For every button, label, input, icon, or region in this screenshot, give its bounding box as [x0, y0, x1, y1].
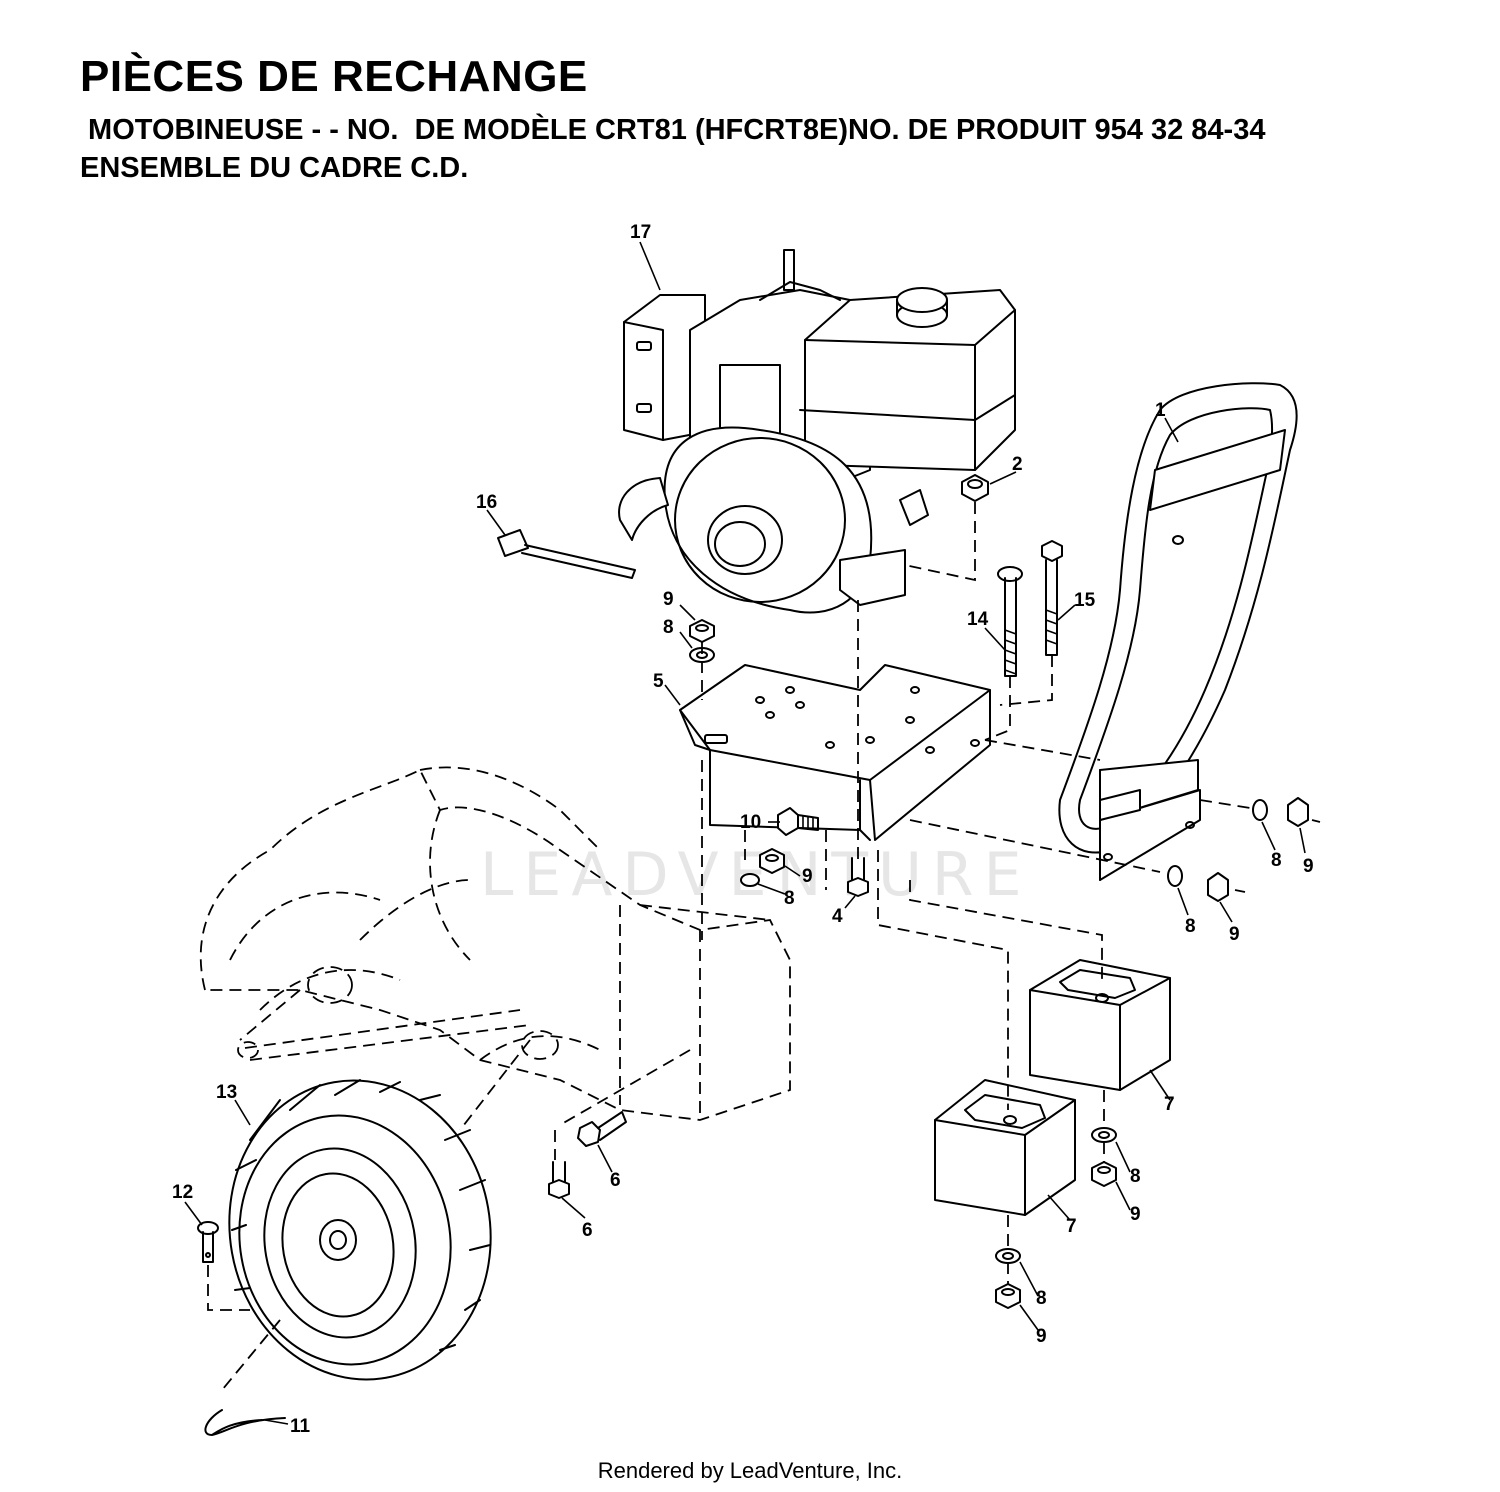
- hex-nut: [689, 619, 715, 643]
- callout-9: 9: [1036, 1326, 1047, 1347]
- section-title: ENSEMBLE DU CADRE C.D.: [80, 152, 469, 184]
- callout-7: 7: [1066, 1216, 1077, 1237]
- callout-9: 9: [1303, 856, 1314, 877]
- page-title: PIÈCES DE RECHANGE: [80, 52, 588, 101]
- hex-bolt: [847, 857, 869, 897]
- callout-labels: 17 1 2 16 9 8 5 14 15 10 9 8 4 8 9 8 9 7…: [172, 222, 1314, 1437]
- wheel-tire: [228, 1079, 492, 1381]
- hex-nut: [1091, 1161, 1117, 1187]
- tiller-transmission-phantom: [199, 766, 791, 1121]
- bolt: [777, 807, 819, 836]
- callout-13: 13: [216, 1082, 237, 1103]
- engine-mount-plate: [679, 664, 991, 841]
- callout-1: 1: [1155, 400, 1166, 421]
- callout-11: 11: [290, 1416, 311, 1437]
- lock-washer: [1252, 799, 1268, 821]
- lock-washer: [1167, 865, 1183, 887]
- callout-6: 6: [610, 1170, 621, 1191]
- callout-8: 8: [1185, 916, 1196, 937]
- cable-tie: [497, 529, 636, 579]
- hex-nut: [995, 1283, 1021, 1309]
- callout-8: 8: [1271, 850, 1282, 871]
- callout-8: 8: [1036, 1288, 1047, 1309]
- callout-8: 8: [784, 888, 795, 909]
- callout-17: 17: [630, 222, 651, 243]
- callout-9: 9: [663, 589, 674, 610]
- hex-nut: [759, 848, 785, 874]
- carriage-bolt: [997, 566, 1023, 677]
- callout-9: 9: [1130, 1204, 1141, 1225]
- callout-10: 10: [740, 812, 761, 833]
- hex-bolt: [1041, 540, 1063, 656]
- lock-washer: [740, 873, 760, 887]
- flat-washer: [995, 1248, 1021, 1264]
- hex-nut: [1287, 797, 1309, 827]
- hex-nut: [1207, 872, 1229, 902]
- hex-nut: [961, 474, 989, 502]
- hair-pin-clip: [204, 1409, 286, 1436]
- hex-bolt: [577, 1111, 627, 1147]
- callout-4: 4: [832, 906, 843, 927]
- wheel-weight: [1029, 959, 1171, 1091]
- callout-2: 2: [1012, 454, 1023, 475]
- clevis-pin: [197, 1221, 219, 1263]
- callout-12: 12: [172, 1182, 193, 1203]
- leader-lines: [184, 241, 1306, 1425]
- engine: [618, 249, 1016, 614]
- callout-7: 7: [1164, 1094, 1175, 1115]
- hex-bolt: [548, 1161, 570, 1199]
- model-subtitle: MOTOBINEUSE - - NO. DE MODÈLE CRT81 (HFC…: [80, 114, 1266, 146]
- callout-8: 8: [1130, 1166, 1141, 1187]
- callout-9: 9: [1229, 924, 1240, 945]
- callout-8: 8: [663, 617, 674, 638]
- callout-5: 5: [653, 671, 664, 692]
- flat-washer: [1091, 1127, 1117, 1143]
- callout-6: 6: [582, 1220, 593, 1241]
- front-bumper: [1058, 382, 1298, 881]
- callout-15: 15: [1074, 590, 1096, 611]
- callout-16: 16: [476, 492, 497, 513]
- wheel-weight: [934, 1079, 1076, 1216]
- assembly-guide-lines: [207, 502, 1321, 1391]
- callout-14: 14: [967, 609, 989, 630]
- footer-credit: Rendered by LeadVenture, Inc.: [597, 1458, 903, 1483]
- callout-9: 9: [802, 866, 813, 887]
- lock-washer: [689, 647, 715, 663]
